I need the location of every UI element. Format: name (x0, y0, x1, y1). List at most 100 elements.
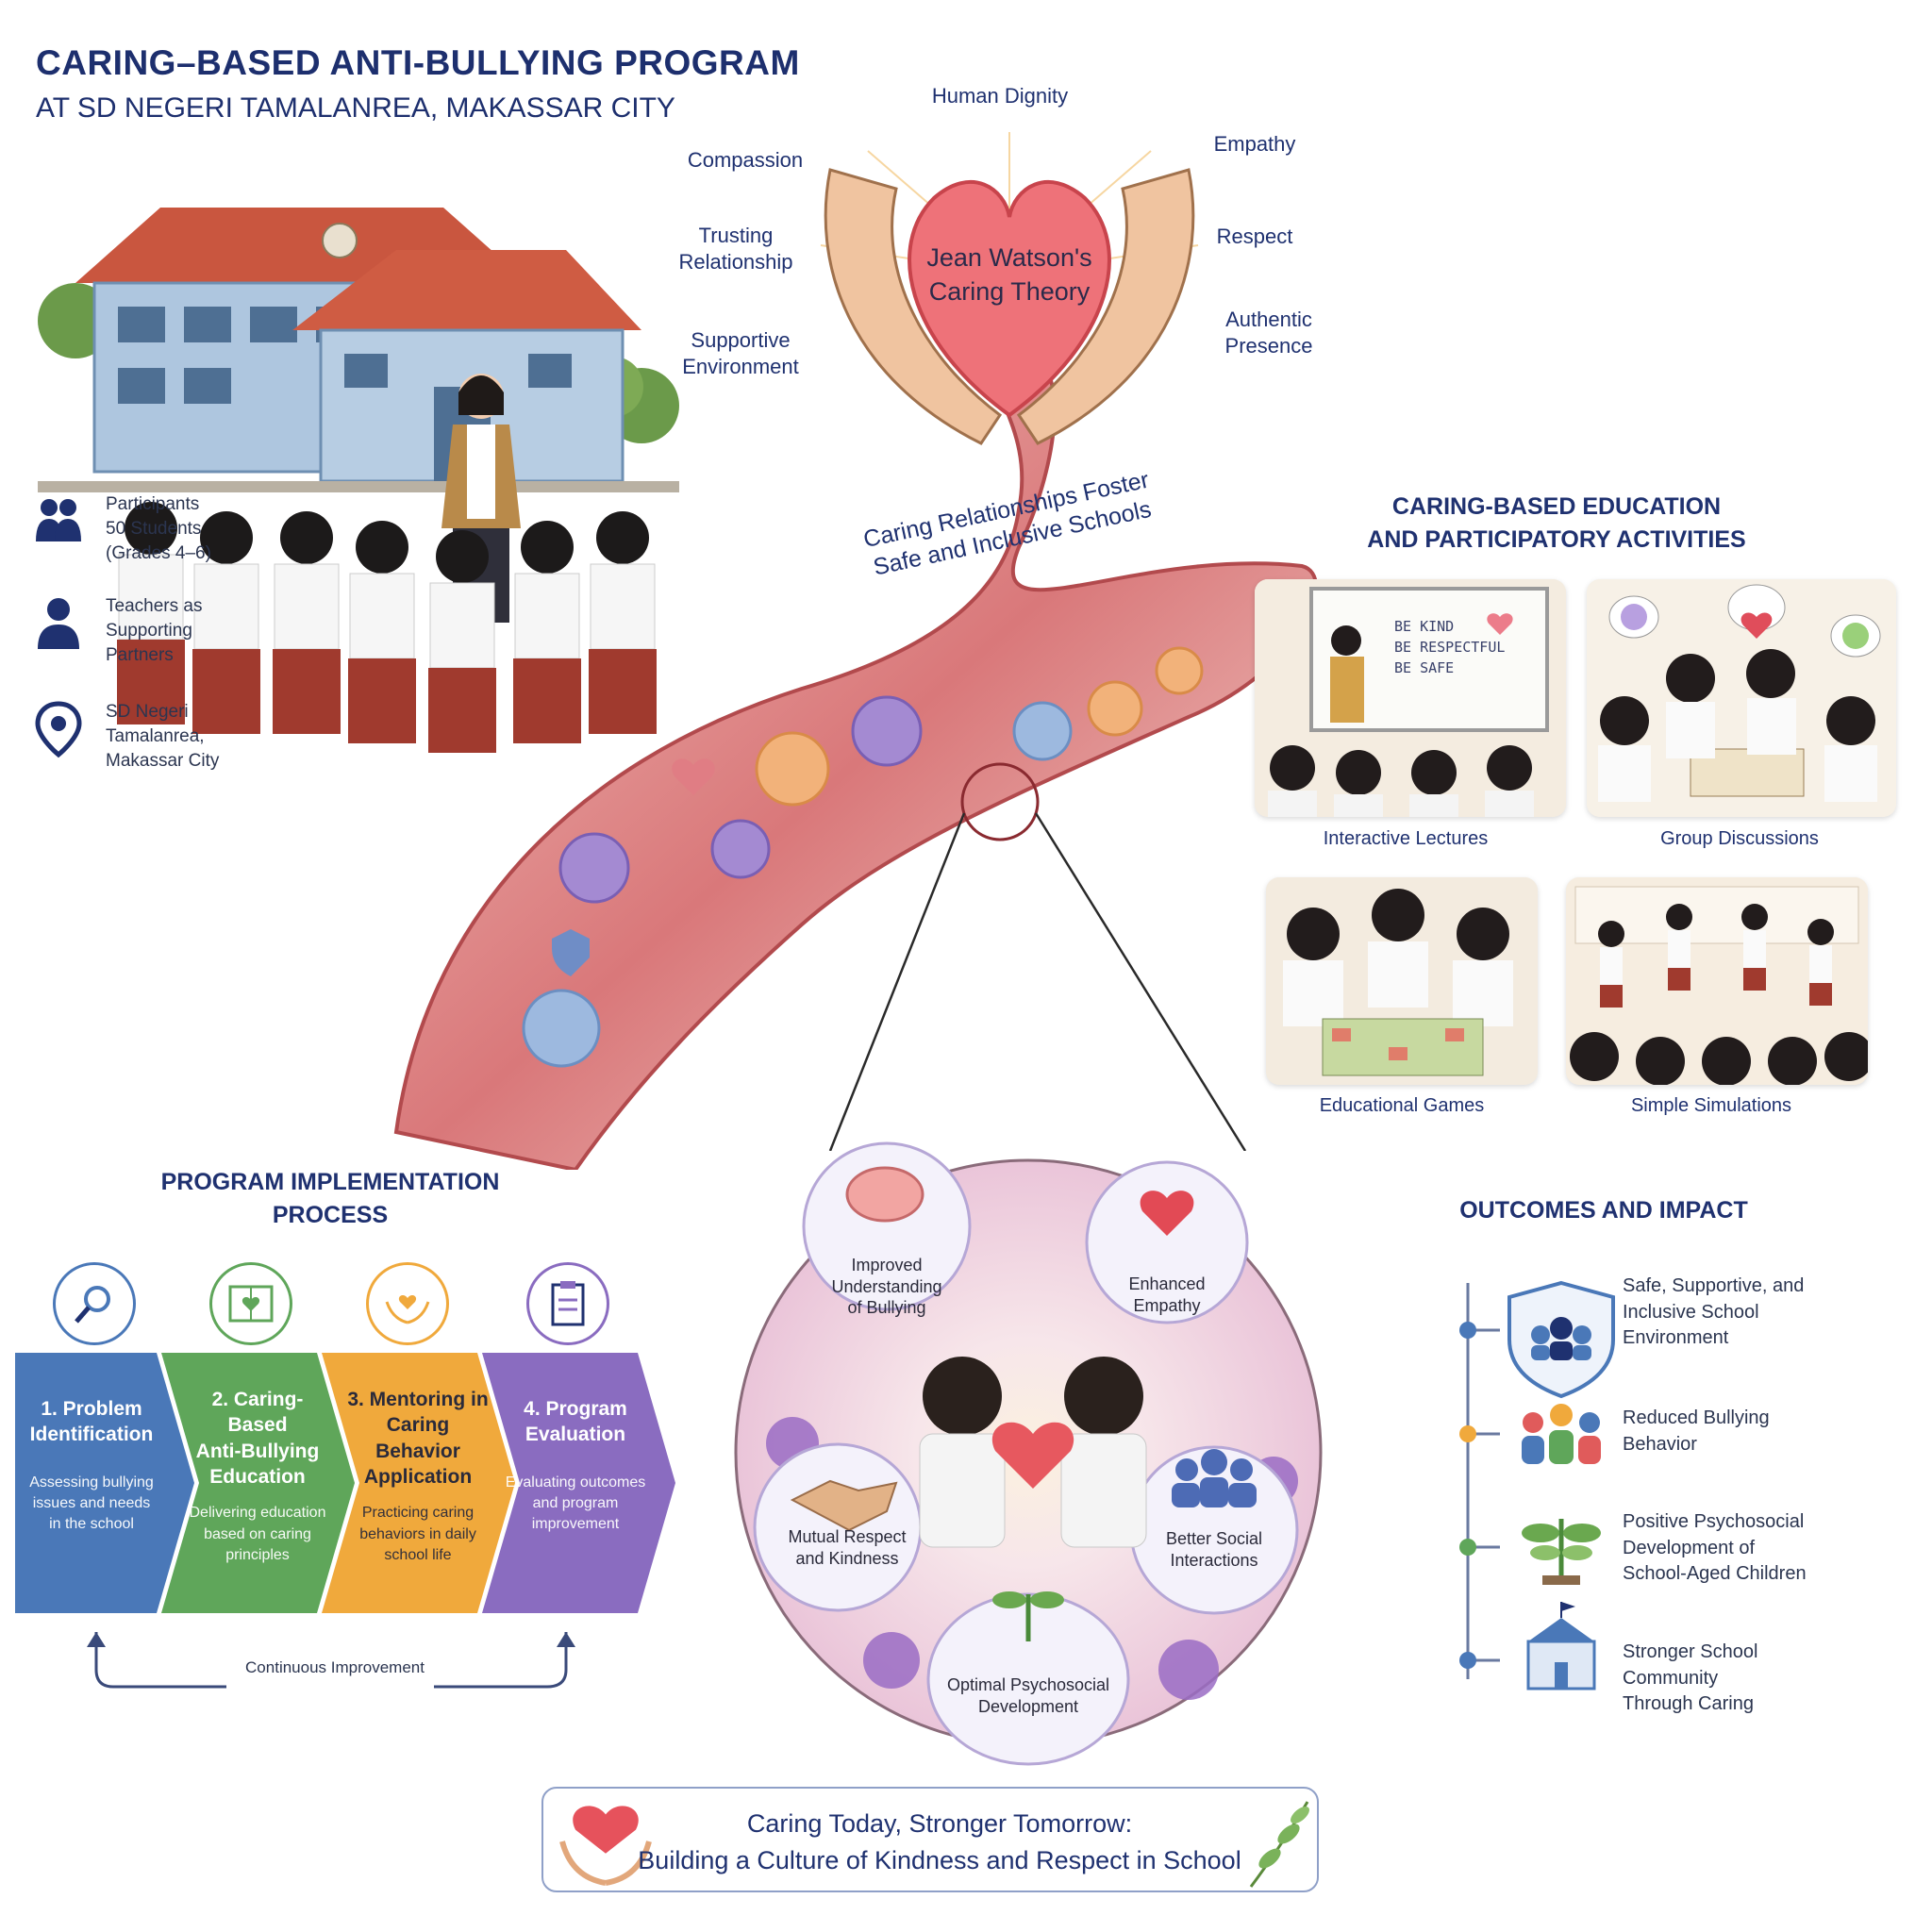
step2-desc-line3: principles (225, 1546, 290, 1563)
shield-people-icon (1507, 1280, 1615, 1399)
step4-desc-line3: improvement (531, 1516, 620, 1533)
step4-chevron (482, 1353, 675, 1613)
empathy-line2: Empathy (1133, 1295, 1201, 1315)
step2-title-line3: Education (209, 1465, 306, 1488)
step2-title-line2: Anti-Bullying (195, 1440, 320, 1462)
teachers-line1: Teachers as (106, 596, 203, 616)
outcome-item-safe-env: Safe, Supportive, and Inclusive School E… (1623, 1274, 1804, 1352)
step2-desc-line2: based on caring (204, 1525, 311, 1542)
safe-env-line3: Environment (1623, 1327, 1729, 1349)
location-line2: Tamalanrea, (106, 726, 205, 747)
empathy-line1: Enhanced (1128, 1274, 1206, 1293)
teachers-line3: Partners (106, 645, 174, 666)
location-info: SD Negeri Tamalanrea, Makassar City (32, 700, 219, 774)
footer-text: Caring Today, Stronger Tomorrow: Buildin… (638, 1806, 1241, 1879)
step4-title-line2: Evaluation (525, 1424, 626, 1446)
outcome-item-community: Stronger School Community Through Caring (1623, 1640, 1757, 1718)
step2-chevron (161, 1353, 355, 1613)
footer-line1: Caring Today, Stronger Tomorrow: (746, 1809, 1133, 1838)
magnifier-icon (75, 1286, 110, 1324)
board-line3: BE SAFE (1394, 658, 1455, 676)
location-line3: Makassar City (106, 751, 220, 772)
step1-title-line1: 1. Problem (41, 1398, 142, 1420)
step3-desc-line2: behaviors in daily (359, 1525, 476, 1542)
social-line2: Interactions (1170, 1550, 1258, 1570)
book-heart-icon (228, 1285, 274, 1323)
psychosocial-line2: Development (977, 1696, 1079, 1716)
step1-desc-line2: issues and needs (32, 1494, 151, 1511)
outcome-respect-label: Mutual Respect and Kindness (772, 1526, 923, 1569)
community-line1: Stronger School (1623, 1641, 1758, 1662)
psychosocial-dev-line3: School-Aged Children (1623, 1563, 1807, 1585)
step4-icon-circle (526, 1262, 609, 1345)
participants-line3: (Grades 4–6) (106, 543, 211, 564)
cell-circle-illustration (734, 1141, 1323, 1766)
value-empathy: Empathy (1213, 132, 1296, 156)
school-illustration (38, 208, 679, 753)
outcome-item-psychosocial: Positive Psychosocial Development of Sch… (1623, 1509, 1807, 1588)
diverse-people-icon (1522, 1404, 1601, 1464)
respect-line1: Mutual Respect (788, 1527, 907, 1546)
activity-label-simulations: Simple Simulations (1630, 1095, 1792, 1116)
step1-chevron (15, 1353, 194, 1613)
activity-label-discussions: Group Discussions (1660, 828, 1819, 849)
teachers-info: Teachers as Supporting Partners (32, 594, 202, 669)
step3-title-line2: Caring Behavior (375, 1414, 460, 1462)
community-line3: Through Caring (1623, 1693, 1754, 1715)
step4-desc-line2: and program (532, 1494, 619, 1511)
step1-title-line2: Identification (29, 1424, 154, 1446)
value-trusting-line2: Relationship (678, 249, 793, 274)
psychosocial-line1: Optimal Psychosocial (946, 1675, 1110, 1694)
step1-desc-line1: Assessing bullying (29, 1474, 154, 1491)
step3-chevron (322, 1353, 515, 1613)
teacher-icon (38, 598, 79, 649)
value-human-dignity: Human Dignity (931, 84, 1069, 108)
hands-heart-illustration (820, 132, 1199, 445)
understanding-line2: Understanding (831, 1276, 942, 1296)
value-compassion: Compassion (687, 148, 804, 172)
process-section-title: PROGRAM IMPLEMENTATION PROCESS (142, 1166, 519, 1232)
activity-card-simulations (1566, 877, 1868, 1085)
outcomes-timeline (1459, 1280, 1615, 1690)
simulations-illustration (1566, 877, 1868, 1085)
board-line1: BE KIND (1394, 618, 1455, 635)
value-authentic-line2: Presence (1224, 333, 1313, 358)
reduced-bullying-line1: Reduced Bullying (1623, 1407, 1770, 1428)
footer-line2: Building a Culture of Kindness and Respe… (638, 1846, 1241, 1875)
outcome-social-label: Better Social Interactions (1143, 1528, 1285, 1571)
games-illustration (1266, 877, 1538, 1085)
leaf-branch-icon (1249, 1801, 1309, 1888)
step3-desc-line1: Practicing caring (361, 1505, 475, 1522)
location-pin-icon (35, 701, 82, 758)
social-line1: Better Social (1165, 1529, 1263, 1548)
value-supportive-line1: Supportive (691, 328, 791, 352)
outcomes-section-title: OUTCOMES AND IMPACT (1459, 1197, 1748, 1224)
lecture-illustration (1255, 579, 1566, 817)
step3-icon-circle (366, 1262, 449, 1345)
theory-center-line1: Jean Watson's (926, 243, 1092, 272)
location-line1: SD Negeri (106, 702, 189, 722)
psychosocial-dev-line2: Development of (1623, 1537, 1756, 1558)
activity-card-games (1266, 877, 1538, 1085)
blood-vessel-illustration (393, 358, 1318, 1170)
step2-icon-circle (209, 1262, 292, 1345)
zoom-lines (828, 762, 1247, 1151)
step2-desc-line1: Delivering education (189, 1505, 326, 1522)
discussion-illustration (1587, 579, 1896, 817)
safe-env-line2: Inclusive School (1623, 1301, 1759, 1323)
value-trusting-line1: Trusting (698, 224, 774, 247)
theory-center-line2: Caring Theory (928, 277, 1091, 307)
understanding-line1: Improved (851, 1256, 923, 1274)
education-section-title: CARING-BASED EDUCATION AND PARTICIPATORY… (1358, 491, 1755, 557)
activity-card-lectures: BE KIND BE RESPECTFUL BE SAFE (1255, 579, 1566, 817)
theory-center-label: Jean Watson's Caring Theory (840, 241, 1179, 309)
step4-title-line1: 4. Program (524, 1398, 627, 1420)
continuous-improvement-loop (87, 1632, 575, 1689)
respect-line2: and Kindness (795, 1548, 899, 1568)
participants-info: Participants 50 Students (Grades 4–6) (32, 492, 211, 567)
people-icon (36, 499, 81, 541)
